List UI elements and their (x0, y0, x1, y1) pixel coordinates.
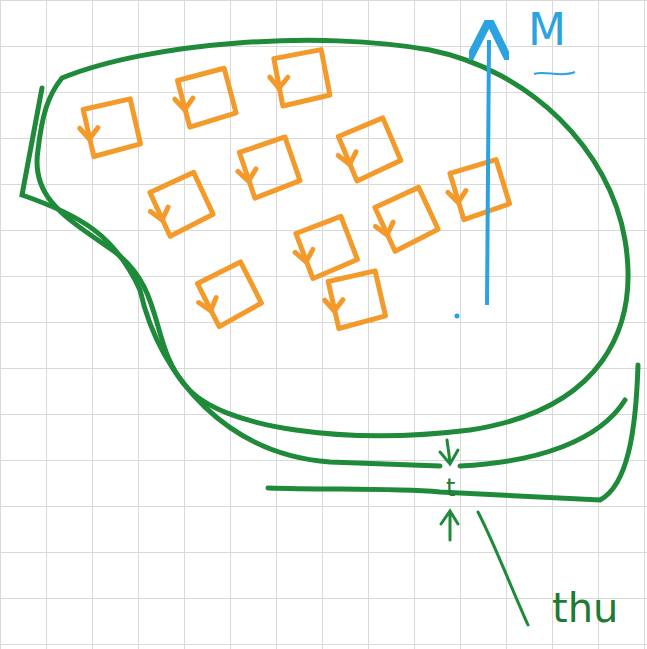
slab-lower-edge (268, 365, 638, 500)
magnetization-symbol: M (528, 8, 566, 52)
thickness-arrow-bottom (441, 511, 458, 540)
leader-line (478, 512, 528, 625)
callout-note: thu (552, 588, 618, 628)
magnetization-arrow (487, 40, 489, 305)
thickness-arrow-top (440, 440, 458, 464)
symbol-underline (534, 72, 575, 74)
slab-edge-segment (460, 400, 625, 466)
slab-outer-edge (22, 88, 440, 466)
slab-top-face (37, 40, 628, 435)
arrow-dot (455, 314, 460, 319)
current-loops (77, 49, 511, 330)
thickness-symbol: t (446, 476, 455, 500)
